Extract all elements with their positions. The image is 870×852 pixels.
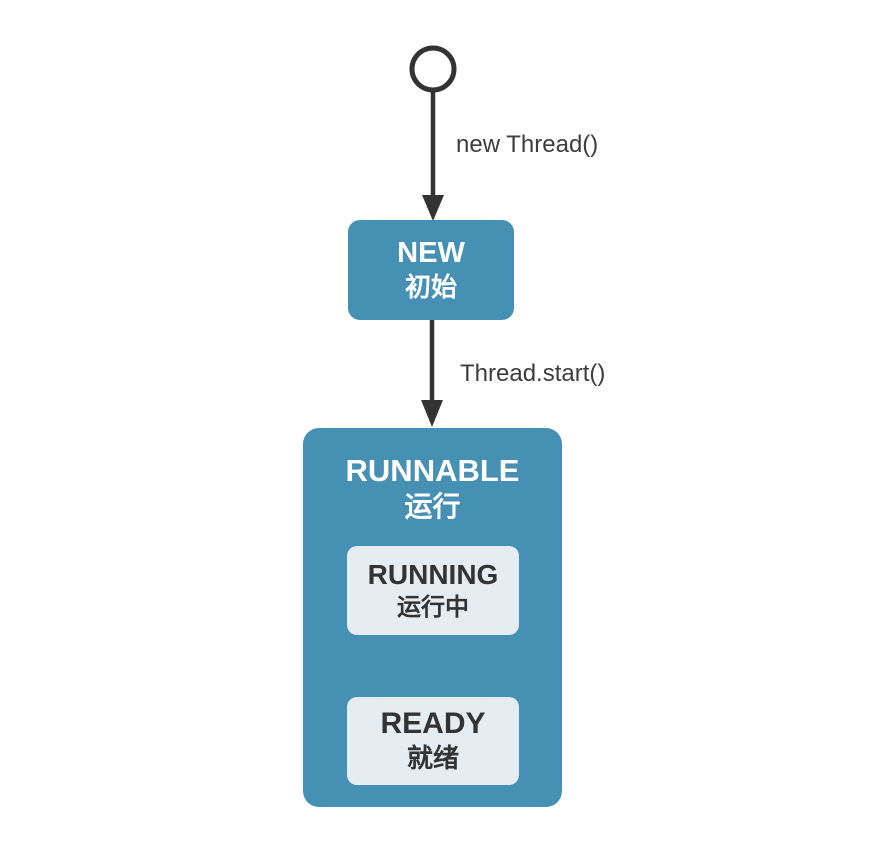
state-running-name-cn: 运行中 — [397, 593, 469, 621]
state-new-name-cn: 初始 — [404, 272, 457, 303]
start-state-icon — [409, 45, 457, 93]
state-node-ready: READY 就绪 — [347, 697, 519, 785]
edge-label-thread-start: Thread.start() — [460, 360, 606, 387]
state-ready-name-cn: 就绪 — [406, 743, 459, 774]
state-node-new: NEW 初始 — [348, 220, 514, 320]
state-running-name: RUNNING — [367, 559, 499, 591]
state-node-runnable: RUNNABLE 运行 RUNNING 运行中 READY 就绪 — [303, 428, 562, 807]
state-node-running: RUNNING 运行中 — [347, 546, 519, 635]
arrow-start-to-new-icon — [422, 92, 444, 221]
state-new-name: NEW — [397, 237, 465, 270]
state-runnable-title: RUNNABLE 运行 — [346, 428, 520, 526]
state-ready-name: READY — [380, 707, 486, 741]
arrow-new-to-runnable-icon — [421, 320, 443, 427]
state-runnable-name-cn: 运行 — [404, 491, 461, 523]
state-runnable-name: RUNNABLE — [345, 453, 520, 488]
edge-label-new-thread: new Thread() — [456, 131, 599, 158]
